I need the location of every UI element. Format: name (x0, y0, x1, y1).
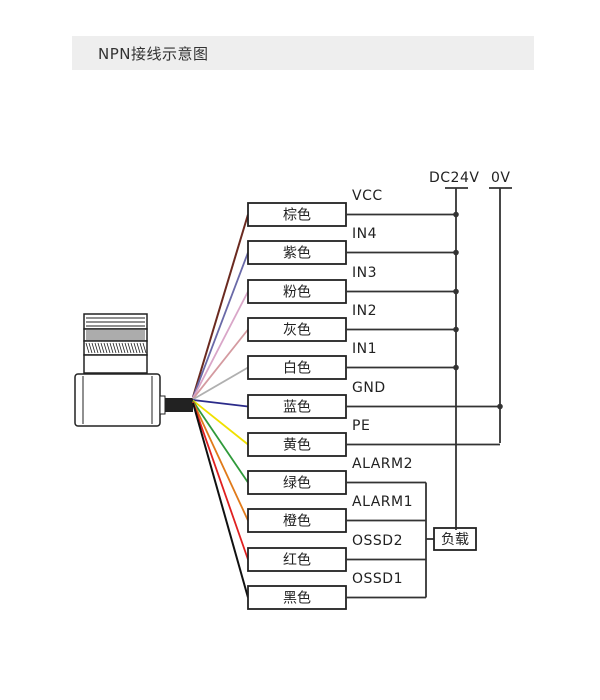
wire-color-label: 红色 (283, 552, 311, 569)
signal-label: IN1 (352, 341, 377, 357)
wire-color-label: 绿色 (283, 475, 311, 492)
junction-dot (453, 288, 459, 295)
zero-v-label: 0V (491, 170, 510, 186)
signal-label: GND (352, 380, 386, 396)
load-box (433, 527, 477, 551)
wire-color-label: 黄色 (283, 437, 311, 454)
junction-dot (453, 211, 459, 218)
wire-color-label: 白色 (283, 360, 311, 377)
wire-color-label: 粉色 (283, 284, 311, 301)
wire-3 (192, 328, 249, 400)
wire-color-label: 灰色 (283, 322, 311, 339)
wire-6 (192, 399, 249, 446)
signal-label: PE (352, 418, 370, 434)
junction-dot (453, 364, 459, 371)
wire-color-label: 黑色 (283, 590, 311, 607)
junction-dot (453, 326, 459, 333)
signal-label: ALARM1 (352, 494, 413, 510)
wire-8 (192, 401, 249, 521)
signal-label: OSSD1 (352, 571, 403, 587)
dc24v-label: DC24V (429, 170, 479, 186)
wire-2 (192, 291, 249, 399)
signal-label: ALARM2 (352, 456, 413, 472)
load-label: 负载 (441, 532, 469, 548)
title-bar: NPN接线示意图 (72, 36, 534, 70)
page-title: NPN接线示意图 (98, 45, 209, 63)
wire-9 (192, 402, 249, 560)
wire-color-label: 棕色 (283, 207, 311, 224)
wire-4 (192, 366, 249, 401)
sensor-device (74, 313, 193, 427)
signal-label: IN3 (352, 265, 377, 281)
junction-dot (497, 403, 503, 410)
wire-color-label: 蓝色 (283, 399, 311, 416)
signal-label: VCC (352, 188, 383, 204)
junction-dot (453, 249, 459, 256)
wire-7 (192, 400, 249, 484)
wire-color-label: 橙色 (283, 513, 311, 530)
wire-1 (192, 252, 249, 398)
wire-color-label: 紫色 (283, 245, 311, 262)
signal-label: IN4 (352, 226, 377, 242)
wire-0 (192, 214, 249, 398)
signal-label: IN2 (352, 303, 377, 319)
signal-label: OSSD2 (352, 533, 403, 549)
wire-10 (192, 402, 249, 598)
wire-5 (192, 399, 249, 408)
